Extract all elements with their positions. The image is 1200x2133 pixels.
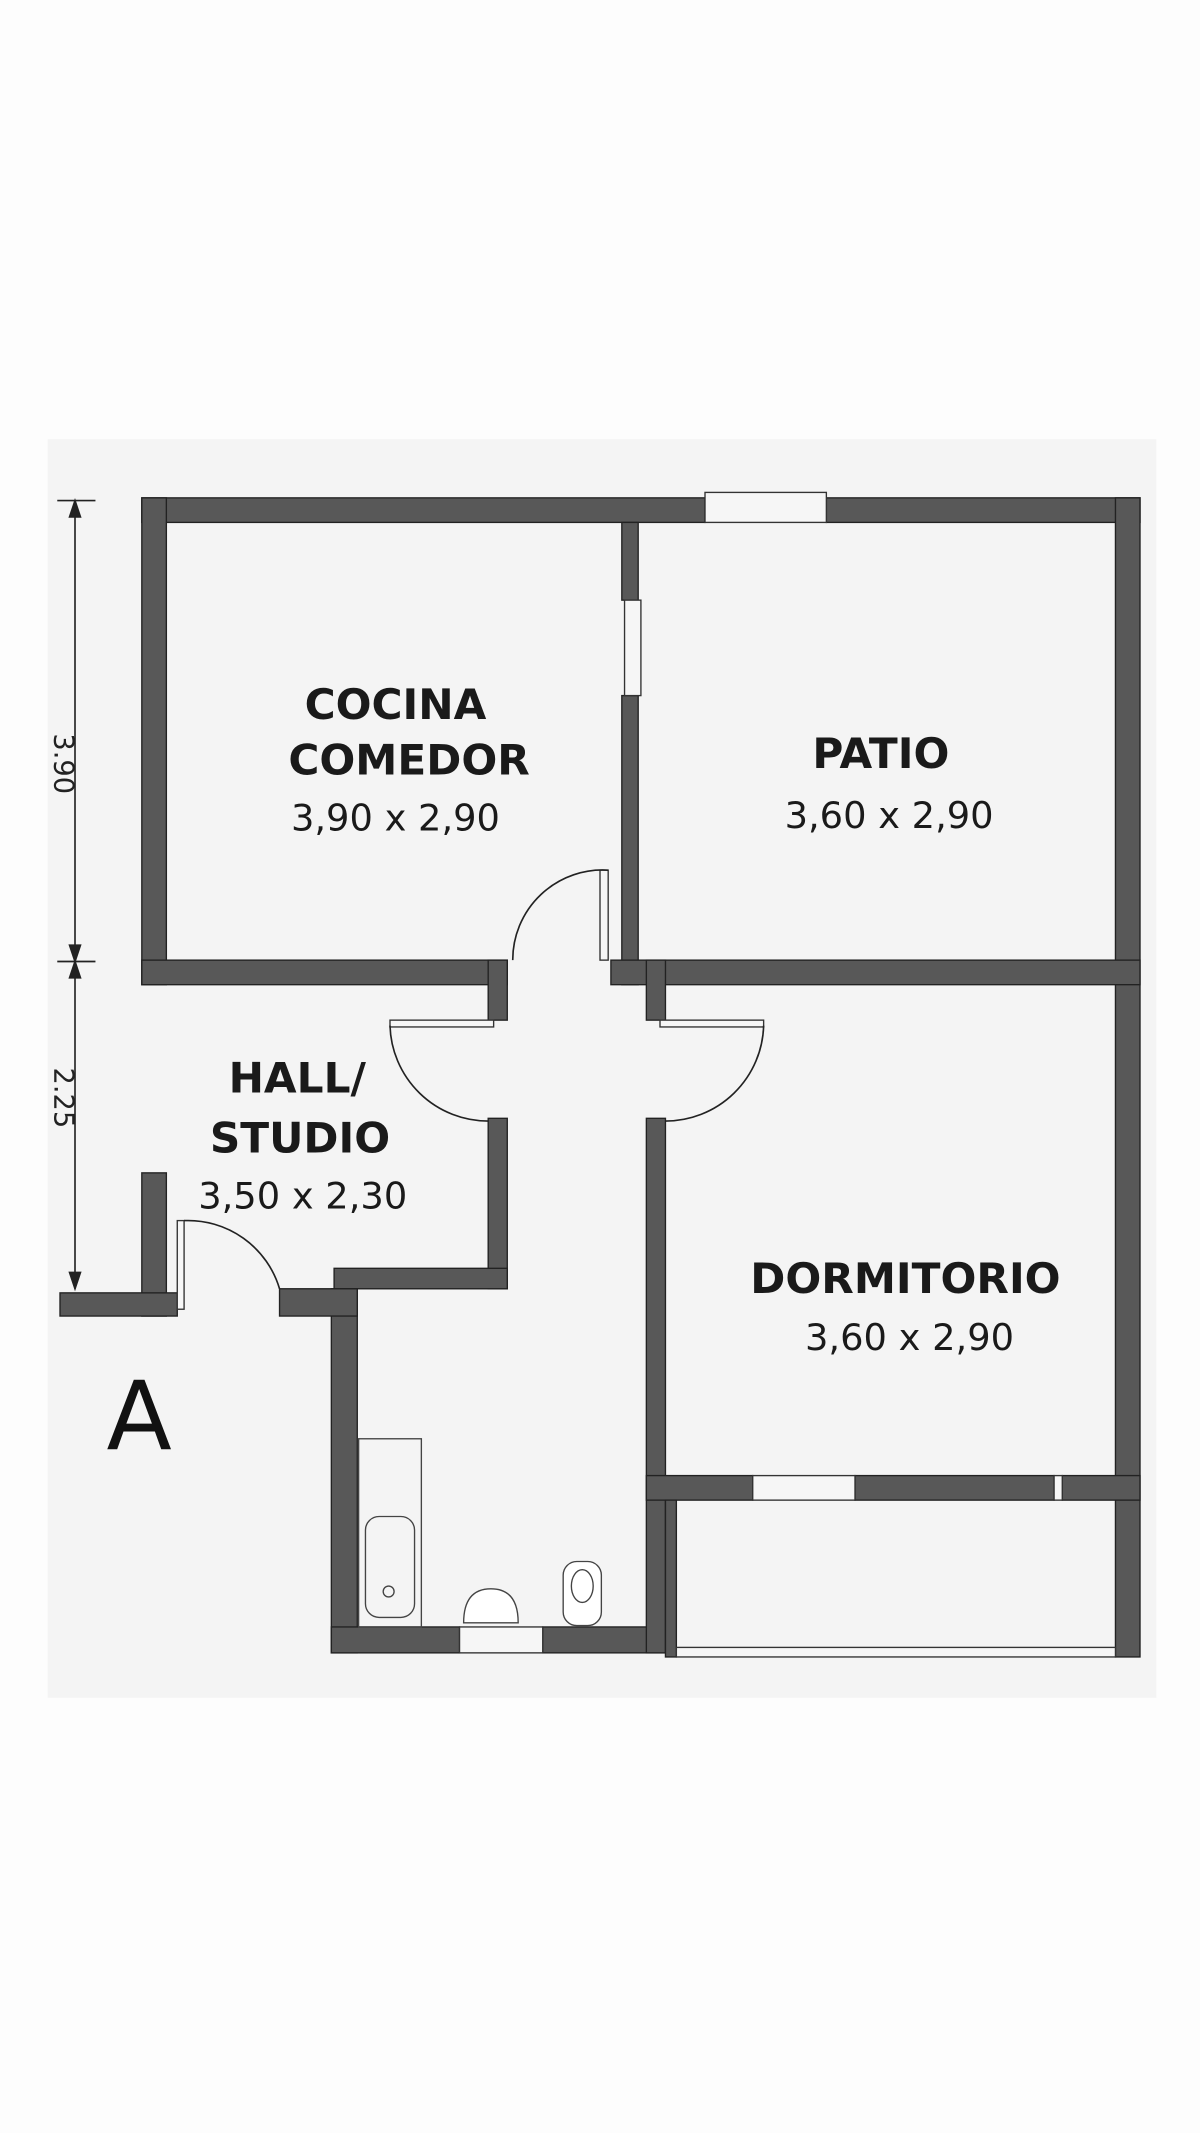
toilet-icon — [562, 1560, 603, 1627]
dimension-label-bottom: 2.25 — [48, 1068, 79, 1129]
room-name-cocina: COCINA — [305, 680, 487, 729]
plan-background — [47, 439, 1157, 1698]
room-name-dormitorio: DORMITORIO — [750, 1254, 1060, 1303]
room-name-hall: HALL/ — [229, 1053, 367, 1102]
room-dim-patio: 3,60 x 2,90 — [785, 794, 994, 837]
plan-label: A — [106, 1361, 171, 1473]
window — [1053, 1474, 1063, 1501]
bathtub — [357, 1438, 423, 1628]
window — [458, 1626, 544, 1654]
sink-icon — [462, 1588, 519, 1624]
dimension-lines — [57, 498, 96, 1292]
balcony-rail — [675, 1646, 1117, 1658]
window — [704, 491, 828, 524]
room-name-comedor: COMEDOR — [288, 736, 529, 785]
room-dim-cocina: 3,90 x 2,90 — [291, 797, 500, 840]
doors — [176, 869, 765, 1310]
window — [623, 599, 642, 697]
walls — [59, 497, 1141, 1658]
window — [752, 1474, 856, 1501]
room-name-patio: PATIO — [812, 729, 949, 778]
dimension-label-top: 3.90 — [48, 733, 79, 794]
room-dim-dormitorio: 3,60 x 2,90 — [805, 1316, 1014, 1359]
room-name-studio: STUDIO — [210, 1113, 390, 1162]
room-dim-hall: 3,50 x 2,30 — [198, 1174, 407, 1217]
